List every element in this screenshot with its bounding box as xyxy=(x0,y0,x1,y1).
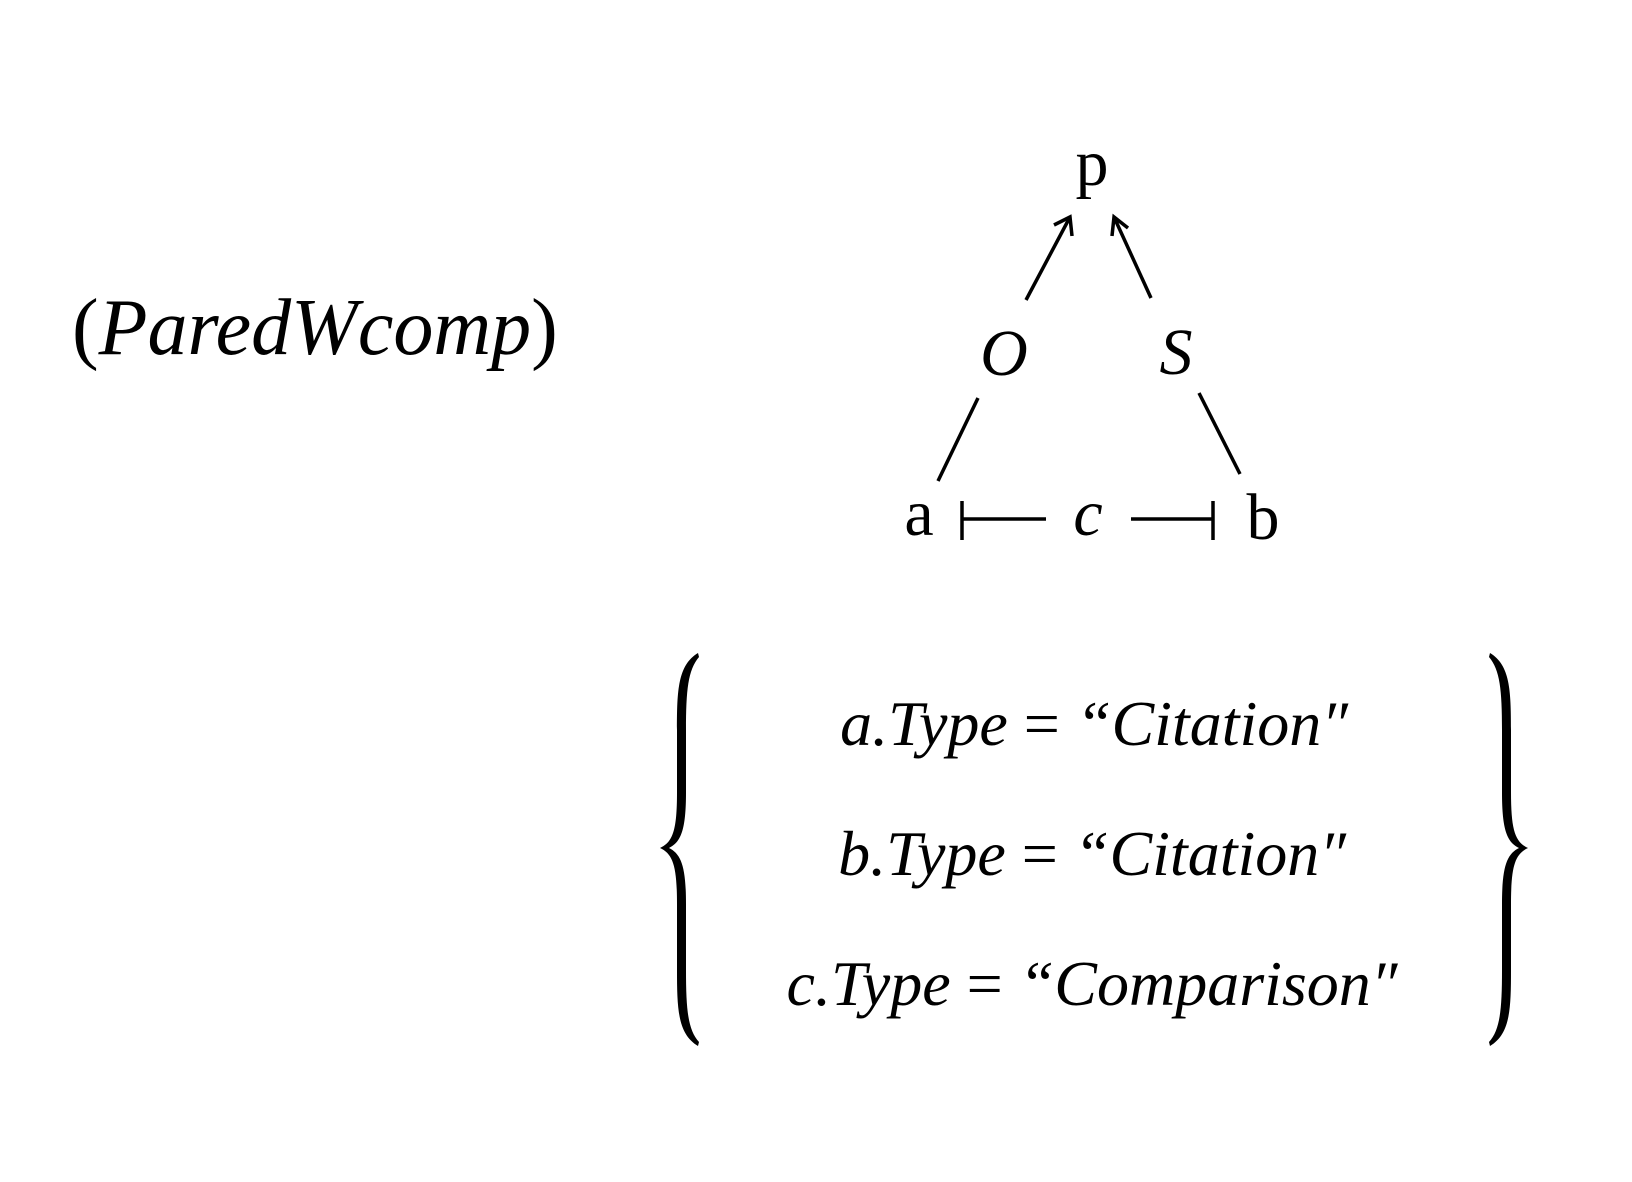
leaf-b: b xyxy=(1247,481,1280,554)
left-brace xyxy=(660,653,699,1046)
node-o: O xyxy=(980,317,1028,390)
rule-open-paren: ( xyxy=(72,284,99,372)
rule-close-paren: ) xyxy=(531,284,558,372)
right-brace xyxy=(1489,653,1528,1046)
relation-bar-right xyxy=(1131,501,1215,540)
constraint-row: b.Type = “Citation″ xyxy=(838,818,1347,889)
node-s: S xyxy=(1160,316,1193,389)
edge-s-to-p xyxy=(1110,213,1153,299)
relation-c: c xyxy=(1073,477,1102,550)
edge-s-to-b xyxy=(1197,392,1242,475)
constraint-row: a.Type = “Citation″ xyxy=(840,688,1349,759)
constraint-row: c.Type = “Comparison″ xyxy=(787,948,1399,1019)
leaf-a: a xyxy=(904,477,933,550)
edge-a-to-o xyxy=(936,397,980,482)
relation-bar-left xyxy=(960,501,1046,540)
edge-o-to-p xyxy=(1024,214,1074,301)
rule-name-text: ParedWcomp xyxy=(98,284,532,372)
rule-name: (ParedWcomp) xyxy=(72,288,558,368)
root-node-p: p xyxy=(1076,127,1109,200)
